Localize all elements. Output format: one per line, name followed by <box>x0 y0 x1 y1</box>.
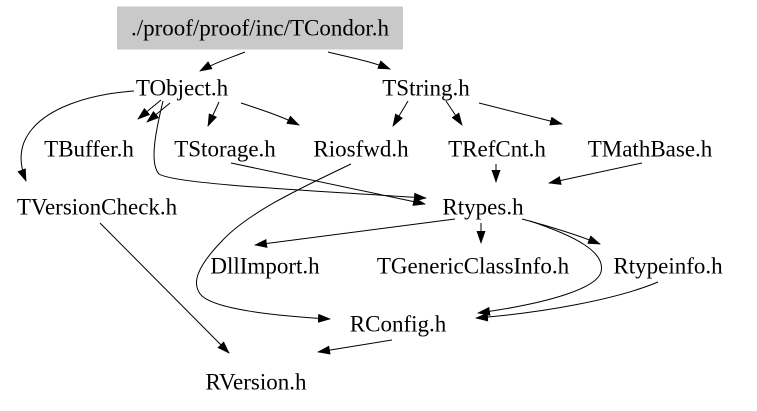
edge-tobject-rtypes <box>153 100 427 202</box>
edge-rconfig-rversion <box>317 339 393 355</box>
node-tstring[interactable]: TString.h <box>382 75 470 101</box>
edge-tversioncheck-rversion <box>99 222 230 354</box>
edge-tobject-tversioncheck <box>17 90 135 182</box>
node-tgenericclassinfo[interactable]: TGenericClassInfo.h <box>376 253 570 279</box>
edge-tobject-tbuffer-2 <box>146 102 171 123</box>
node-tmathbase[interactable]: TMathBase.h <box>587 136 713 162</box>
edge-tmathbase-rtypes <box>548 162 643 185</box>
edge-tstorage-rtypes <box>230 162 426 206</box>
edge-rtypes-dllimport <box>254 218 456 248</box>
node-trefcnt[interactable]: TRefCnt.h <box>448 136 546 162</box>
edge-tcondor-tobject <box>199 51 246 72</box>
edge-tcondor-tstring <box>327 51 391 70</box>
edge-tobject-riosfwd <box>240 102 300 126</box>
edge-rtypes-rconfig <box>477 220 602 316</box>
node-tbuffer[interactable]: TBuffer.h <box>44 136 134 162</box>
node-tversioncheck[interactable]: TVersionCheck.h <box>16 194 178 220</box>
edge-rtypeinfo-rconfig <box>475 281 659 322</box>
node-rversion[interactable]: RVersion.h <box>205 369 307 395</box>
node-rtypes[interactable]: Rtypes.h <box>442 194 524 220</box>
node-dllimport[interactable]: DllImport.h <box>210 253 320 279</box>
node-rtypeinfo[interactable]: Rtypeinfo.h <box>613 253 723 279</box>
node-rconfig[interactable]: RConfig.h <box>349 311 447 337</box>
edge-tobject-tstorage <box>207 101 220 127</box>
node-tcondor: ./proof/proof/inc/TCondor.h <box>116 6 404 50</box>
node-tstorage[interactable]: TStorage.h <box>174 136 276 162</box>
edge-tobject-tbuffer <box>137 99 162 120</box>
node-tobject[interactable]: TObject.h <box>135 75 229 101</box>
edge-riosfwd-rconfig <box>195 163 352 323</box>
edge-tstring-tmathbase <box>478 102 563 126</box>
edge-tstring-trefcnt <box>445 100 463 126</box>
node-riosfwd[interactable]: Riosfwd.h <box>313 136 409 162</box>
edge-tstring-riosfwd <box>392 100 409 127</box>
